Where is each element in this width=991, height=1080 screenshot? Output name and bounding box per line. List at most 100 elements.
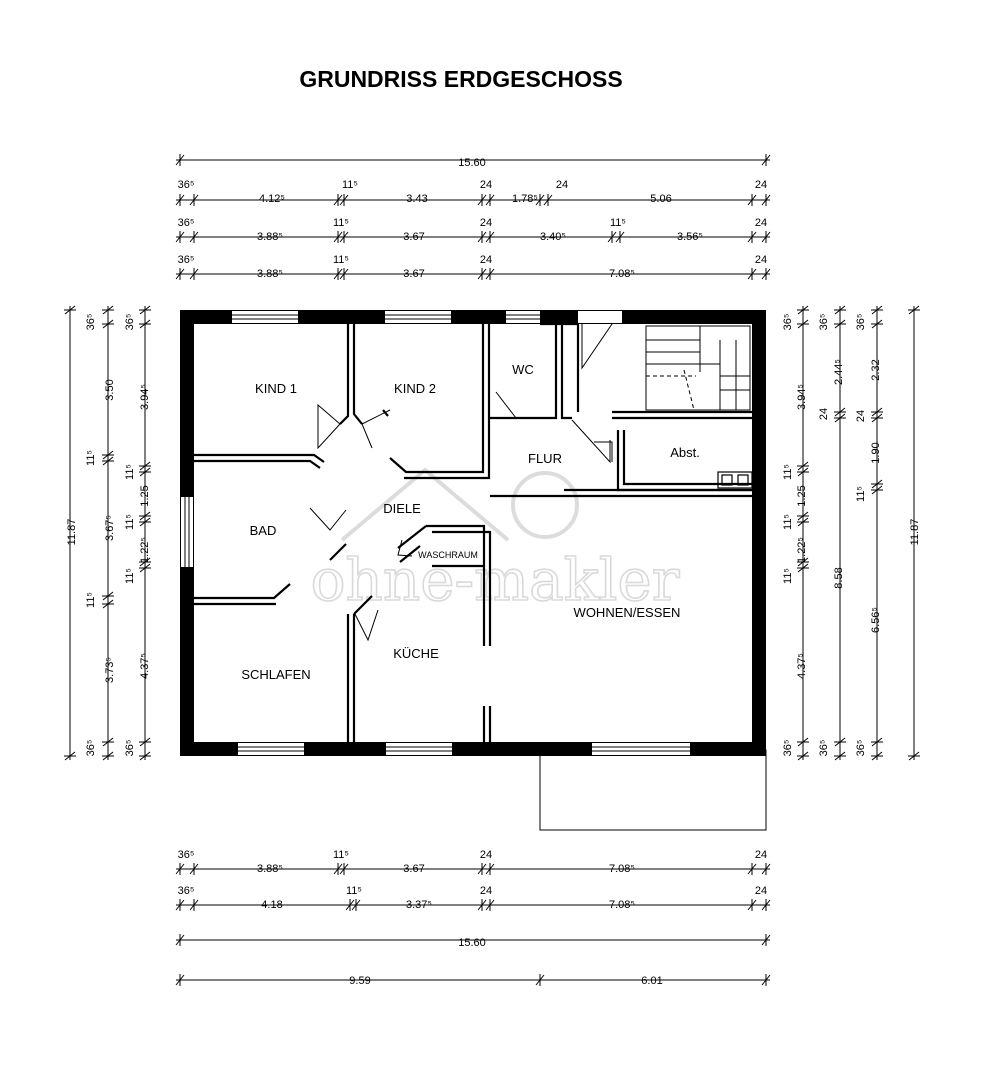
dim-label: 1.25 [139, 485, 151, 506]
watermark: ohne-makler [310, 467, 681, 615]
room-flur: FLUR [528, 451, 562, 466]
dim-label: 1.22⁵ [139, 537, 151, 563]
dim-label: 11⁵ [85, 450, 97, 466]
dim-label: 7.08⁵ [609, 899, 635, 911]
room-bad: BAD [250, 523, 277, 538]
dim-label: 1.78⁵ [512, 193, 538, 205]
room-kind1: KIND 1 [255, 381, 297, 396]
dim-label: 36⁵ [85, 740, 97, 757]
dim-label: 5.06 [650, 193, 671, 205]
dim-label: 24 [755, 849, 767, 861]
dim-label: 24 [755, 179, 767, 191]
dim-label: 24 [480, 885, 492, 897]
dim-label: 24 [480, 254, 492, 266]
room-schlafen: SCHLAFEN [241, 667, 310, 682]
watermark-text: ohne-makler [311, 546, 680, 614]
watermark-tree-icon [511, 471, 579, 539]
stove-icon [717, 471, 753, 489]
dim-label: 3.88⁵ [257, 231, 283, 243]
dim-label: 6.56⁵ [870, 607, 882, 633]
terrace-outline [539, 749, 767, 831]
dim-label: 11⁵ [610, 217, 626, 229]
dim-label: 36⁵ [782, 740, 794, 757]
interior-walls [194, 322, 752, 742]
room-kueche: KÜCHE [393, 646, 439, 661]
dimension-lines [64, 154, 920, 986]
dim-label: 3.67 [403, 231, 424, 243]
dim-bottom-total: 15.60 [458, 937, 486, 949]
dim-label: 11⁵ [333, 254, 349, 266]
dim-label: 3.40⁵ [540, 231, 566, 243]
dim-label: 4.37⁵ [139, 653, 151, 679]
dim-label: 7.08⁵ [609, 268, 635, 280]
dim-label: 24 [818, 408, 830, 420]
dim-label: 11⁵ [333, 217, 349, 229]
dim-label: 36⁵ [178, 849, 195, 861]
watermark-house-icon [340, 467, 510, 542]
dim-label: 3.37⁵ [406, 899, 432, 911]
dim-label: 24 [480, 179, 492, 191]
room-wc: WC [512, 362, 534, 377]
dim-label: 11⁵ [342, 179, 358, 191]
plan-title: GRUNDRISS ERDGESCHOSS [299, 66, 622, 92]
dim-label: 11⁵ [782, 568, 794, 584]
dim-label: 3.73⁵ [104, 657, 116, 683]
dim-label: 36⁵ [855, 314, 867, 331]
dim-label: 3.88⁵ [257, 268, 283, 280]
dim-label: 36⁵ [818, 740, 830, 757]
dim-label: 24 [755, 254, 767, 266]
room-abst: Abst. [670, 445, 700, 460]
dim-label: 24 [855, 410, 867, 422]
dim-label: 11⁵ [124, 464, 136, 480]
dim-label: 2.44⁵ [833, 359, 845, 385]
dim-left-total: 11.87 [66, 519, 78, 546]
dim-label: 11⁵ [346, 885, 362, 897]
dim-label: 11⁵ [124, 568, 136, 584]
dim-label: 6.01 [641, 975, 662, 987]
dim-label: 3.56⁵ [677, 231, 703, 243]
dim-label: 36⁵ [855, 740, 867, 757]
dim-label: 36⁵ [178, 179, 195, 191]
dim-right-total: 11.87 [909, 519, 921, 546]
dim-label: 8.58 [833, 567, 845, 588]
room-waschraum: WASCHRAUM [418, 550, 478, 560]
dim-label: 7.08⁵ [609, 863, 635, 875]
dim-label: 1.22⁵ [796, 537, 808, 563]
door-swings [309, 323, 613, 642]
dim-label: 4.37⁵ [796, 653, 808, 679]
dim-label: 36⁵ [782, 314, 794, 331]
dim-label: 3.94⁵ [139, 384, 151, 410]
dim-label: 24 [556, 179, 568, 191]
stairs [645, 325, 751, 411]
dim-label: 2.32 [870, 359, 882, 380]
room-kind2: KIND 2 [394, 381, 436, 396]
windows [181, 311, 690, 755]
room-wohnen-essen: WOHNEN/ESSEN [574, 605, 681, 620]
dim-label: 11⁵ [124, 514, 136, 530]
dim-label: 3.67⁵ [104, 515, 116, 541]
room-labels: KIND 1 KIND 2 WC FLUR Abst. DIELE BAD WA… [241, 362, 699, 682]
dim-label: 11⁵ [85, 592, 97, 608]
dim-label: 36⁵ [818, 314, 830, 331]
dim-label: 4.18 [261, 899, 282, 911]
dim-label: 11⁵ [782, 464, 794, 480]
dim-label: 3.67 [403, 863, 424, 875]
dim-label: 11⁵ [855, 486, 867, 502]
dim-label: 24 [480, 849, 492, 861]
dim-label: 3.43 [406, 193, 427, 205]
dim-label: 3.94⁵ [796, 384, 808, 410]
dim-label: 3.67 [403, 268, 424, 280]
dim-top-total: 15.60 [458, 157, 486, 169]
dim-label: 36⁵ [124, 740, 136, 757]
dim-label: 24 [755, 217, 767, 229]
dim-label: 3.88⁵ [257, 863, 283, 875]
dim-label: 24 [480, 217, 492, 229]
dim-label: 36⁵ [178, 885, 195, 897]
dim-label: 11⁵ [782, 514, 794, 530]
dimension-labels: 15.60 36⁵ 4.12⁵ 11⁵ 3.43 24 1.78⁵ 24 5.0… [66, 157, 921, 987]
dim-label: 4.12⁵ [259, 193, 285, 205]
dim-label: 36⁵ [178, 254, 195, 266]
dim-label: 36⁵ [124, 314, 136, 331]
dim-label: 9.59 [349, 975, 370, 987]
